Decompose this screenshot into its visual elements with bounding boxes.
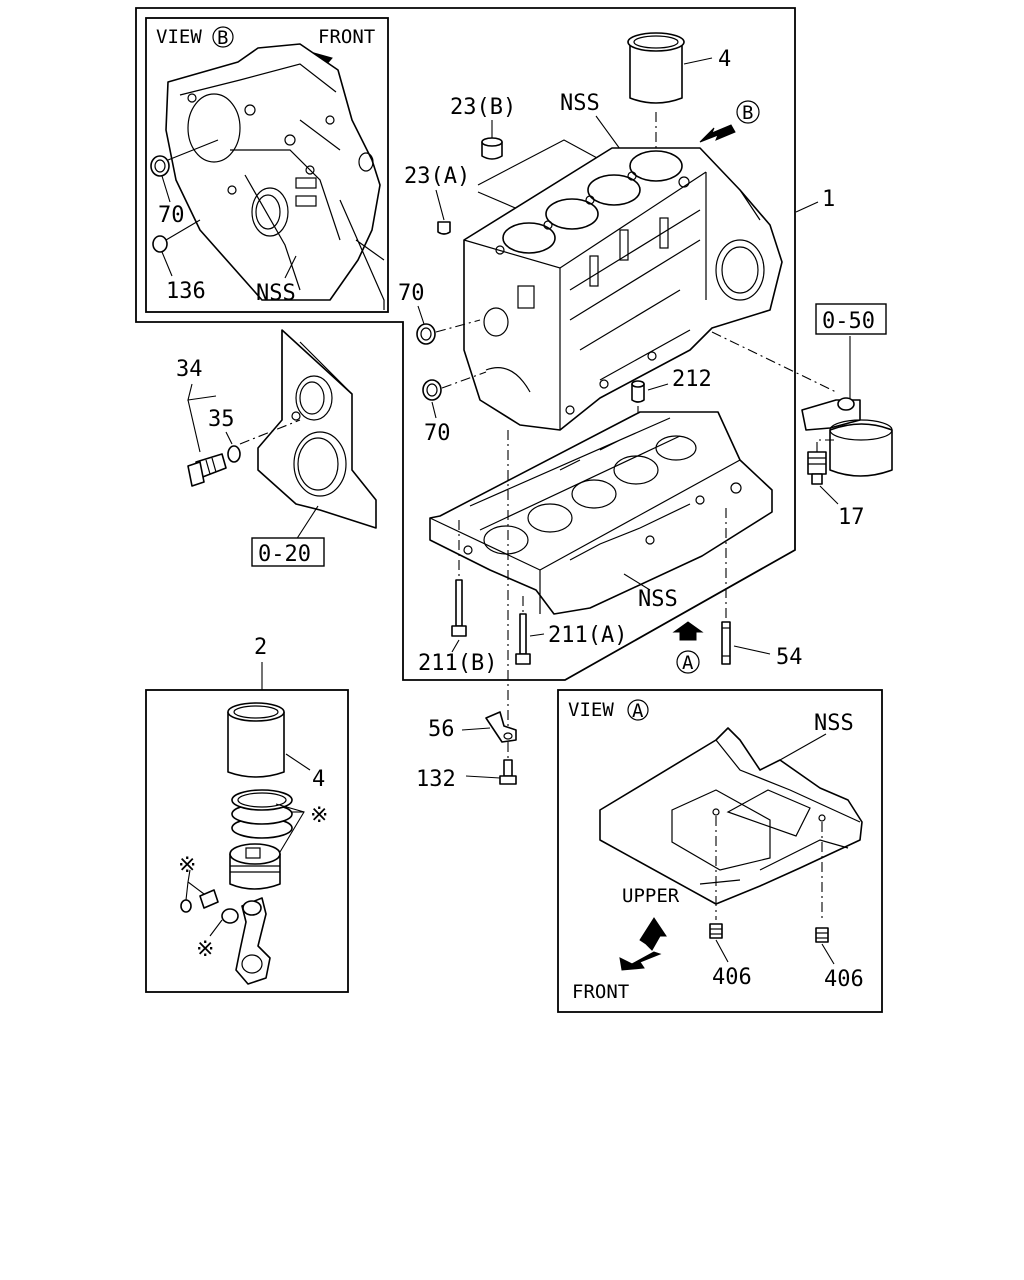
view-b-plug-136: [152, 235, 168, 253]
plug-23a: [437, 221, 451, 235]
view-b-letter-circle: [212, 26, 234, 48]
label-part-132: 132: [416, 767, 456, 792]
rear-plate-drawing: [257, 329, 377, 529]
label-part-34: 34: [176, 357, 203, 382]
callout-a-circle: [676, 650, 700, 674]
view-b-letter: B: [217, 27, 228, 49]
view-b-label-136: 136: [166, 279, 206, 304]
washer-35: [227, 445, 241, 463]
view-a-upper-label: UPPER: [622, 885, 680, 907]
label-part-70-lower: 70: [424, 421, 451, 446]
view-b-seal-70: [150, 155, 170, 177]
view-b-front-label: FRONT: [318, 26, 375, 48]
oil-pressure-switch-17: [807, 451, 827, 485]
bolt-211b: [451, 579, 467, 637]
label-part-70-upper: 70: [398, 281, 425, 306]
seal-70-upper: [416, 323, 436, 345]
label-part-54: 54: [776, 645, 803, 670]
piston: [229, 843, 281, 890]
bolt-211a: [515, 613, 531, 665]
label-part-23a: 23(A): [404, 164, 470, 189]
label-part-4-piston: 4: [312, 767, 325, 792]
bolt-34: [187, 453, 227, 487]
view-a-front-arrow-icon: [619, 951, 662, 971]
label-part-211a: 211(A): [548, 623, 627, 648]
callout-a-letter: A: [682, 652, 694, 674]
label-part-2: 2: [254, 635, 267, 660]
view-b-label-70: 70: [158, 203, 185, 228]
label-part-35: 35: [208, 407, 235, 432]
view-a-letter: A: [632, 700, 644, 722]
seal-70-lower: [422, 379, 442, 401]
asterisk-pin: ※: [178, 853, 196, 878]
cylinder-liner-piston-kit: [227, 702, 285, 778]
asterisk-rings: ※: [310, 803, 328, 828]
stud-54: [721, 621, 731, 665]
asterisk-bushing: ※: [196, 937, 214, 962]
ref-box-0-20: [251, 537, 325, 567]
label-part-56: 56: [428, 717, 455, 742]
view-a-nss-label: NSS: [814, 711, 854, 736]
label-part-1: 1: [822, 187, 835, 212]
dowel-212: [631, 383, 645, 403]
view-a-406-left-label: 406: [712, 965, 752, 990]
cylinder-liner-top: [627, 32, 685, 104]
piston-kit-frame: [145, 689, 349, 993]
view-a-frame: [557, 689, 883, 1013]
callout-b-circle: [736, 100, 760, 124]
cylinder-block-drawing: [463, 147, 783, 431]
view-a-letter-circle: [627, 699, 649, 721]
view-a-front-label: FRONT: [572, 981, 629, 1003]
callout-b-letter: B: [742, 102, 753, 124]
view-b-frame: [145, 17, 389, 313]
label-part-23b: 23(B): [450, 95, 516, 120]
oil-jet-56: [485, 711, 517, 743]
main-assembly-frame: [135, 7, 796, 681]
oil-pan-bottom-drawing: [599, 727, 863, 905]
label-part-17: 17: [838, 505, 865, 530]
view-b-direction-arrow-icon: [699, 124, 736, 143]
view-a-direction-arrow-icon: [672, 621, 704, 641]
oil-filter-drawing: [801, 397, 893, 477]
plug-406-right: [815, 927, 829, 943]
bolt-132: [499, 759, 517, 785]
label-part-4-top: 4: [718, 47, 731, 72]
connecting-rod: [235, 897, 271, 985]
con-rod-bushing: [221, 908, 239, 924]
timing-case-drawing: [165, 43, 385, 310]
label-part-212: 212: [672, 367, 712, 392]
piston-pin: [180, 889, 219, 913]
ref-0-50-label: 0-50: [822, 309, 875, 334]
view-b-title: VIEW: [156, 26, 202, 48]
view-a-406-right-label: 406: [824, 967, 864, 992]
plug-406-left: [709, 923, 723, 939]
piston-rings: [231, 789, 293, 839]
ref-box-0-50: [815, 303, 887, 335]
label-nss-lower: NSS: [638, 587, 678, 612]
ref-0-20-label: 0-20: [258, 542, 311, 567]
view-b-nss-label: NSS: [256, 281, 296, 306]
label-part-211b: 211(B): [418, 651, 497, 676]
view-a-title: VIEW: [568, 699, 614, 721]
view-a-upper-arrow-icon: [639, 917, 667, 951]
crankcase-drawing: [429, 411, 773, 615]
label-nss-top: NSS: [560, 91, 600, 116]
